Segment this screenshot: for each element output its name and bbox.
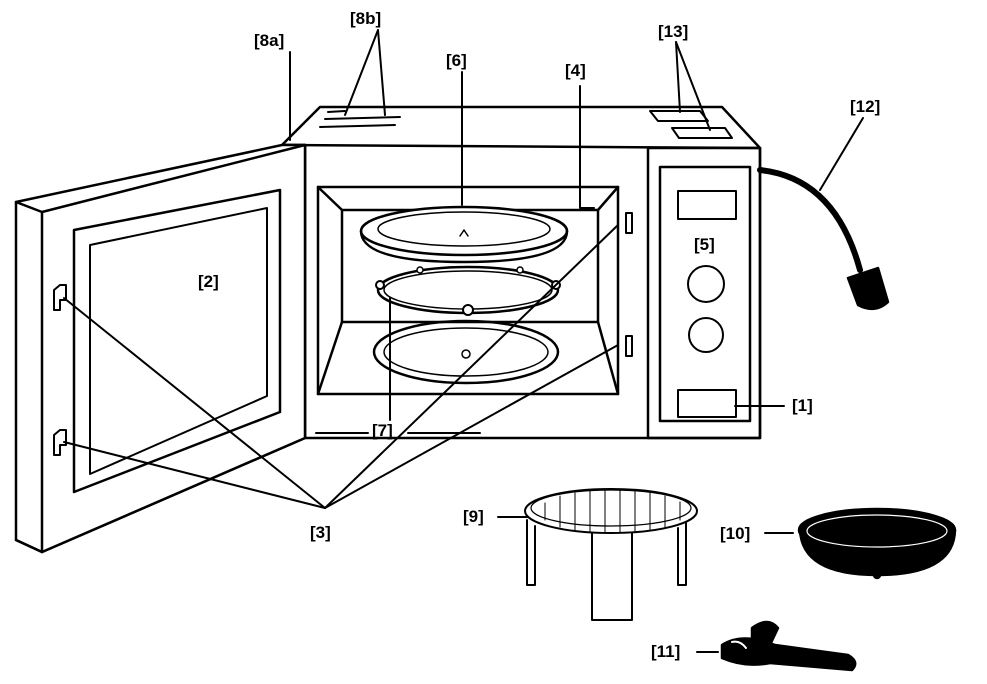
leader-lines xyxy=(63,29,864,653)
power-cord xyxy=(757,167,890,311)
plate-handle xyxy=(720,620,857,672)
control-panel xyxy=(646,146,762,440)
glass-turntable xyxy=(359,205,569,264)
label-9: [9] xyxy=(463,507,484,526)
top-vents xyxy=(319,110,401,128)
top-plates xyxy=(649,110,733,139)
grill-rack xyxy=(524,488,698,621)
crisp-plate xyxy=(797,507,957,580)
door xyxy=(14,143,307,554)
label-8b: [8b] xyxy=(350,9,382,28)
label-8a: [8a] xyxy=(254,31,285,50)
label-5: [5] xyxy=(694,235,715,254)
label-2: [2] xyxy=(198,272,219,291)
label-12: [12] xyxy=(850,97,881,116)
label-6: [6] xyxy=(446,51,467,70)
label-7: [7] xyxy=(372,421,393,440)
label-4: [4] xyxy=(565,61,586,80)
label-11: [11] xyxy=(651,642,681,661)
label-13: [13] xyxy=(658,22,689,41)
label-1: [1] xyxy=(792,396,813,415)
label-3: [3] xyxy=(310,523,331,542)
floor-well xyxy=(372,319,560,385)
label-10: [10] xyxy=(720,524,751,543)
